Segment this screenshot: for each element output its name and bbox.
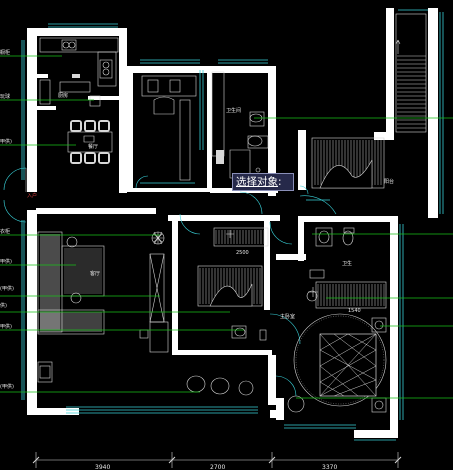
command-tooltip-prefix: 选择对象 <box>236 176 278 188</box>
annotation-8: (甲供) <box>0 383 14 390</box>
dining-furniture <box>67 120 113 164</box>
annotation-0: 橱柜 <box>0 49 10 56</box>
annotation-6: (甲供) <box>0 285 14 292</box>
annotation-3: 衣柜 <box>0 228 10 235</box>
bathroom-top-label: 卫生间 <box>226 107 241 114</box>
entrance-label: 入户 <box>27 192 37 199</box>
stairs <box>395 13 427 133</box>
annotation-7: 甲供) <box>0 323 12 330</box>
annotation-1: 玩球 <box>0 93 10 100</box>
dimension-2: 2700 <box>210 464 225 470</box>
annotation-2: 甲供) <box>0 138 12 145</box>
living-room-furniture <box>37 231 169 383</box>
right-room-furniture <box>311 137 385 189</box>
annotation-4: 甲供) <box>0 258 12 265</box>
bath-small-label: 卫生 <box>342 260 352 267</box>
doors <box>3 167 337 397</box>
leader-lines <box>0 55 453 399</box>
walls <box>27 8 438 438</box>
command-tooltip: 选择对象: <box>232 173 294 191</box>
right-balcony-label: 阳台 <box>384 178 394 185</box>
living-room-label: 客厅 <box>90 270 100 277</box>
lower-balcony-furniture <box>186 375 254 396</box>
kitchen-furniture <box>39 37 119 107</box>
dimension-w1: 2500 <box>236 250 249 256</box>
annotation-5: 供) <box>0 302 7 309</box>
master-bedroom-label: 主卧室 <box>280 313 295 320</box>
dining-label: 餐厅 <box>88 143 98 150</box>
kitchen-label: 厨房 <box>58 92 68 99</box>
room-labels: 厨房 餐厅 卫生间 阳台 卫生 主卧室 客厅 入户 <box>27 92 394 320</box>
bathroom-top-fixtures <box>211 71 269 179</box>
dimension-1: 3940 <box>95 464 110 470</box>
right-bath-fixtures <box>306 227 387 309</box>
command-tooltip-suffix: : <box>278 176 282 188</box>
bedroom-center-furniture <box>197 227 269 341</box>
dimension-lines: 3940 2700 3370 2500 1540 <box>32 250 402 470</box>
master-bedroom-furniture <box>287 313 387 413</box>
plants <box>152 230 318 297</box>
dimension-3: 3370 <box>322 464 337 470</box>
left-annotations: 橱柜 玩球 甲供) 衣柜 甲供) 供) (甲供) 甲供) (甲供) <box>0 49 14 390</box>
dimension-w2: 1540 <box>348 308 361 314</box>
windows <box>21 9 444 441</box>
central-room-furniture <box>141 75 197 181</box>
